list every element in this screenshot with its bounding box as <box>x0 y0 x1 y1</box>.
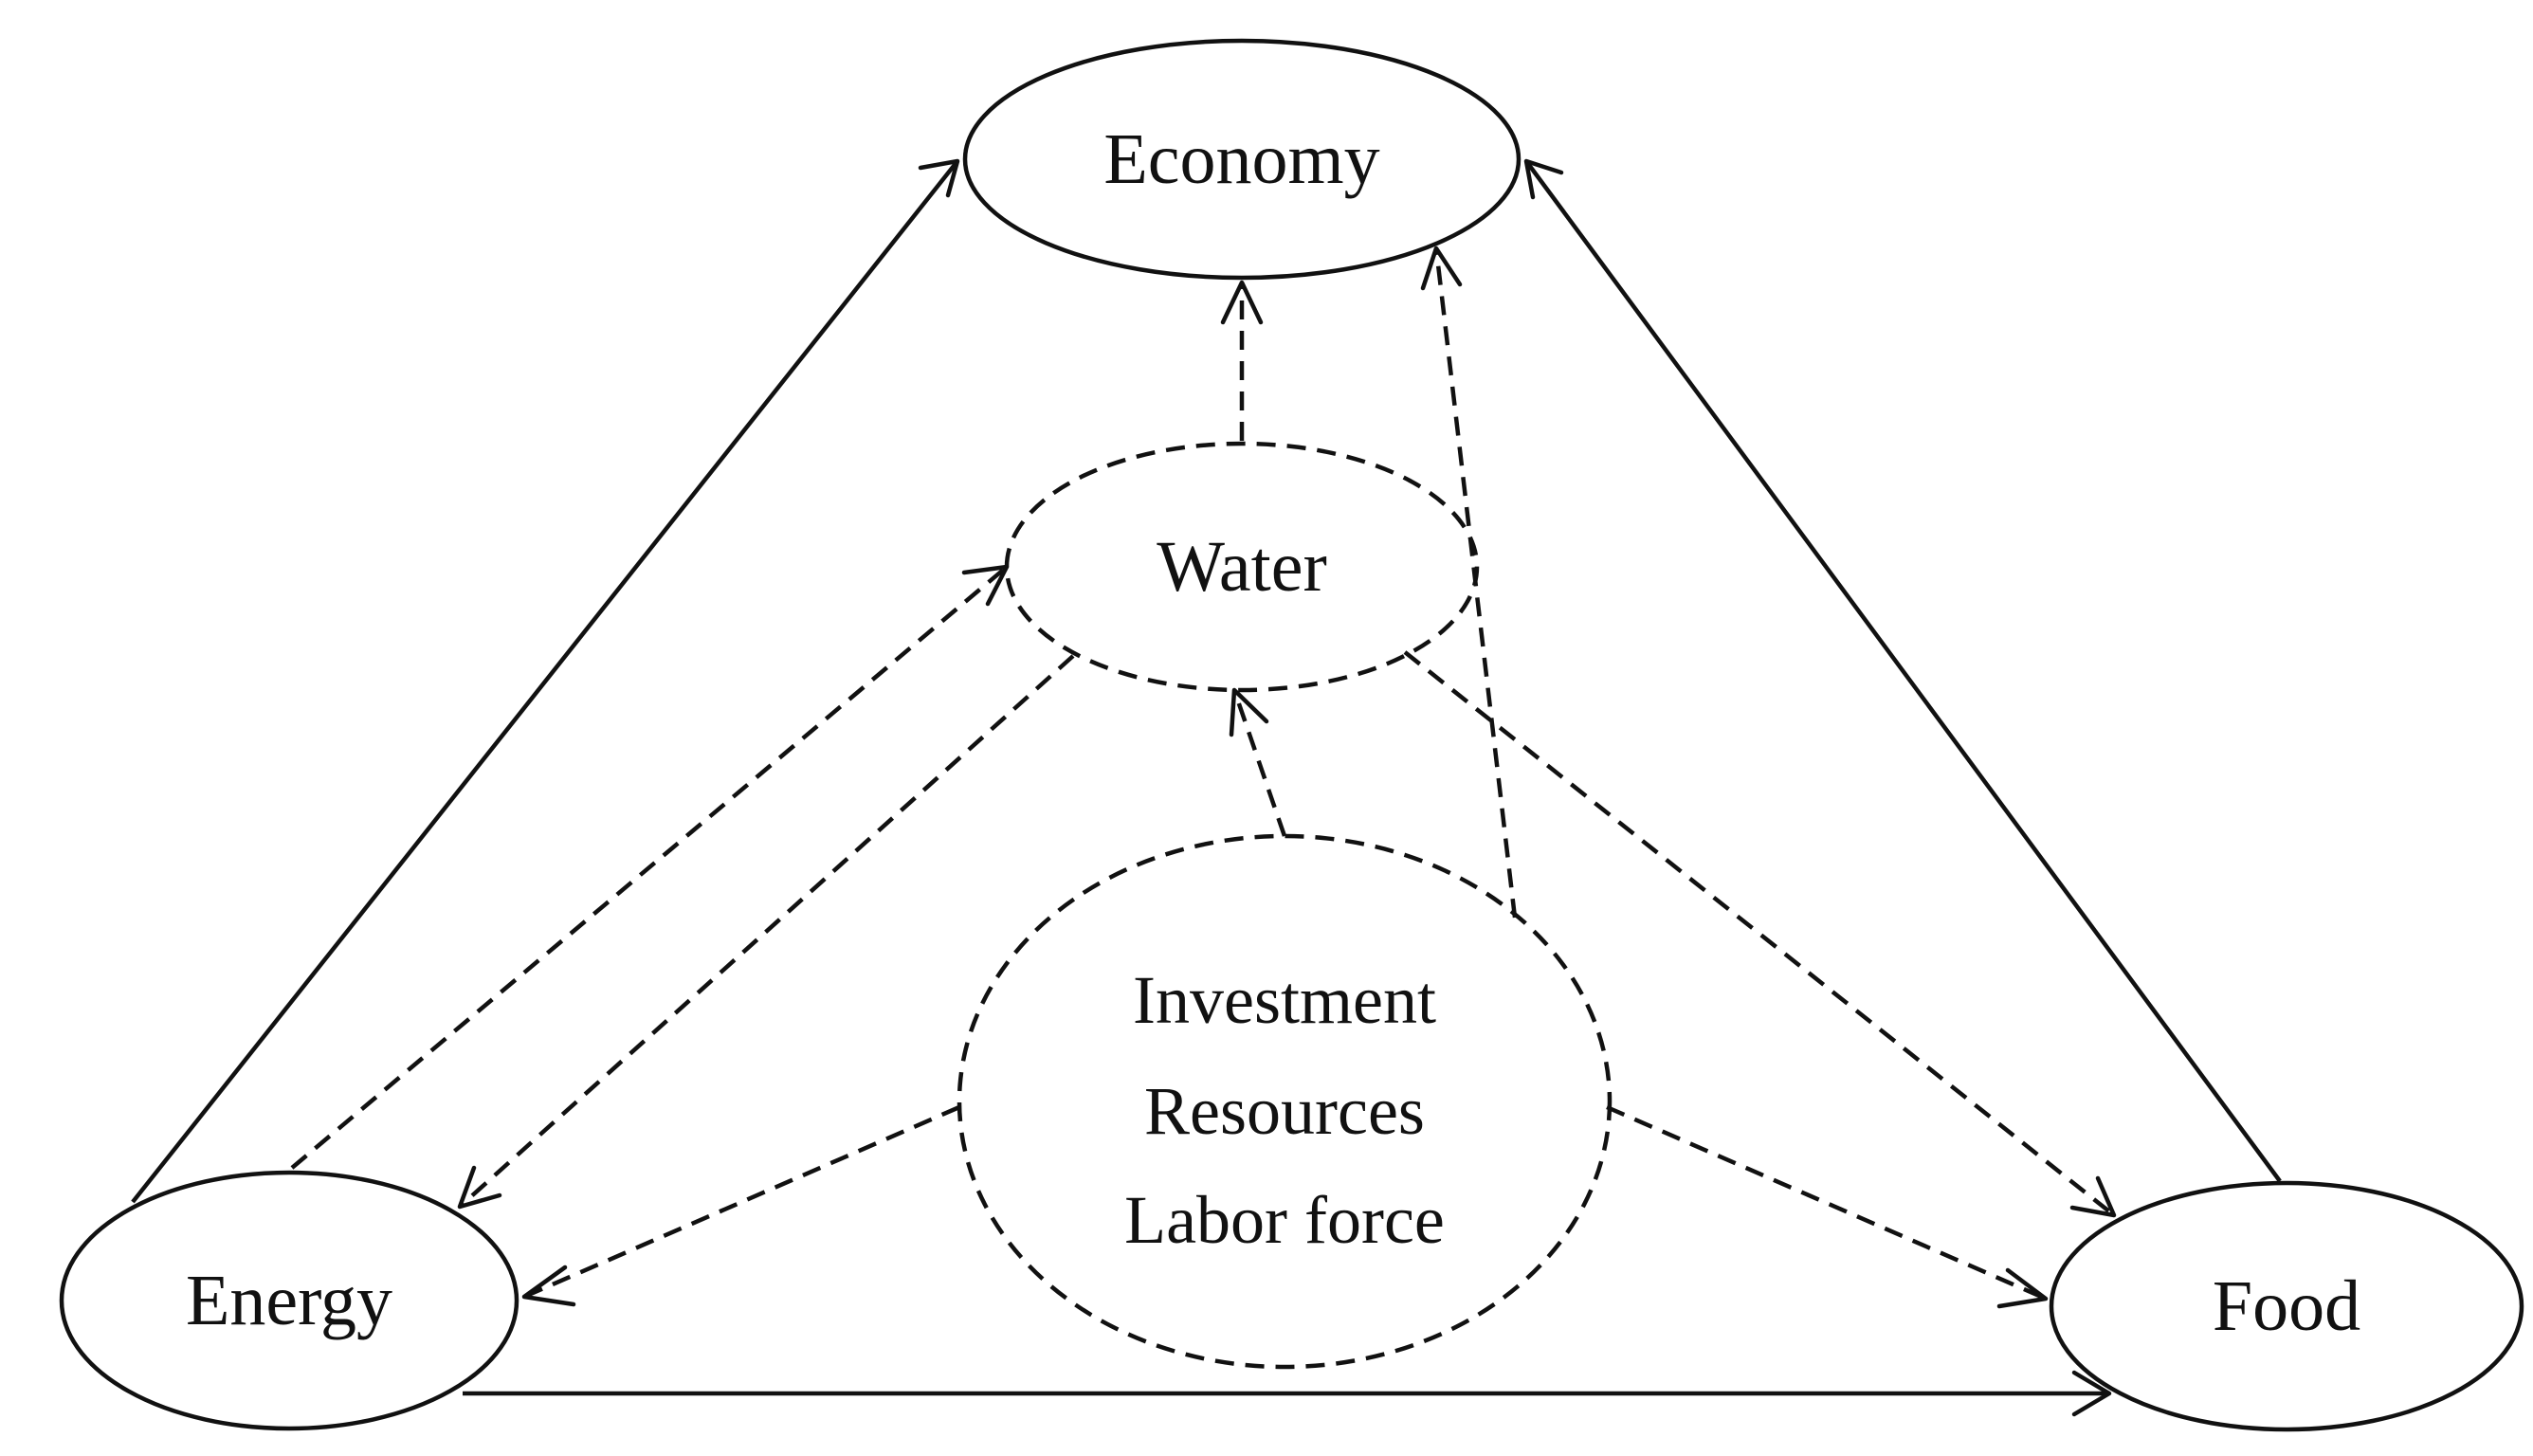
edge-energy-to-food <box>463 1370 2112 1417</box>
node-factors: Investment Resources Labor force <box>957 833 1613 1370</box>
node-food-label: Food <box>2213 1266 2360 1346</box>
edge-water-to-food <box>1403 650 2117 1218</box>
node-energy-label: Energy <box>186 1261 392 1340</box>
edge-factors-to-water <box>1229 687 1287 837</box>
edge-food-to-economy <box>1523 158 2282 1183</box>
node-water-label: Water <box>1157 527 1327 607</box>
factor-labor-force-label: Labor force <box>1124 1182 1445 1258</box>
node-economy-label: Economy <box>1103 119 1379 199</box>
edge-factors-to-energy <box>521 1104 960 1307</box>
factor-resources-label: Resources <box>1144 1073 1425 1149</box>
node-economy: Economy <box>962 38 1522 281</box>
edge-factors-to-economy <box>1420 246 1518 919</box>
edge-water-to-energy <box>457 654 1075 1210</box>
node-water: Water <box>1004 441 1480 693</box>
edge-water-to-economy <box>1220 280 1264 441</box>
factor-investment-label: Investment <box>1133 962 1436 1038</box>
edge-factors-to-food <box>1606 1104 2049 1309</box>
node-food: Food <box>2049 1180 2524 1432</box>
edge-energy-to-economy <box>131 158 960 1204</box>
node-energy: Energy <box>59 1170 519 1431</box>
